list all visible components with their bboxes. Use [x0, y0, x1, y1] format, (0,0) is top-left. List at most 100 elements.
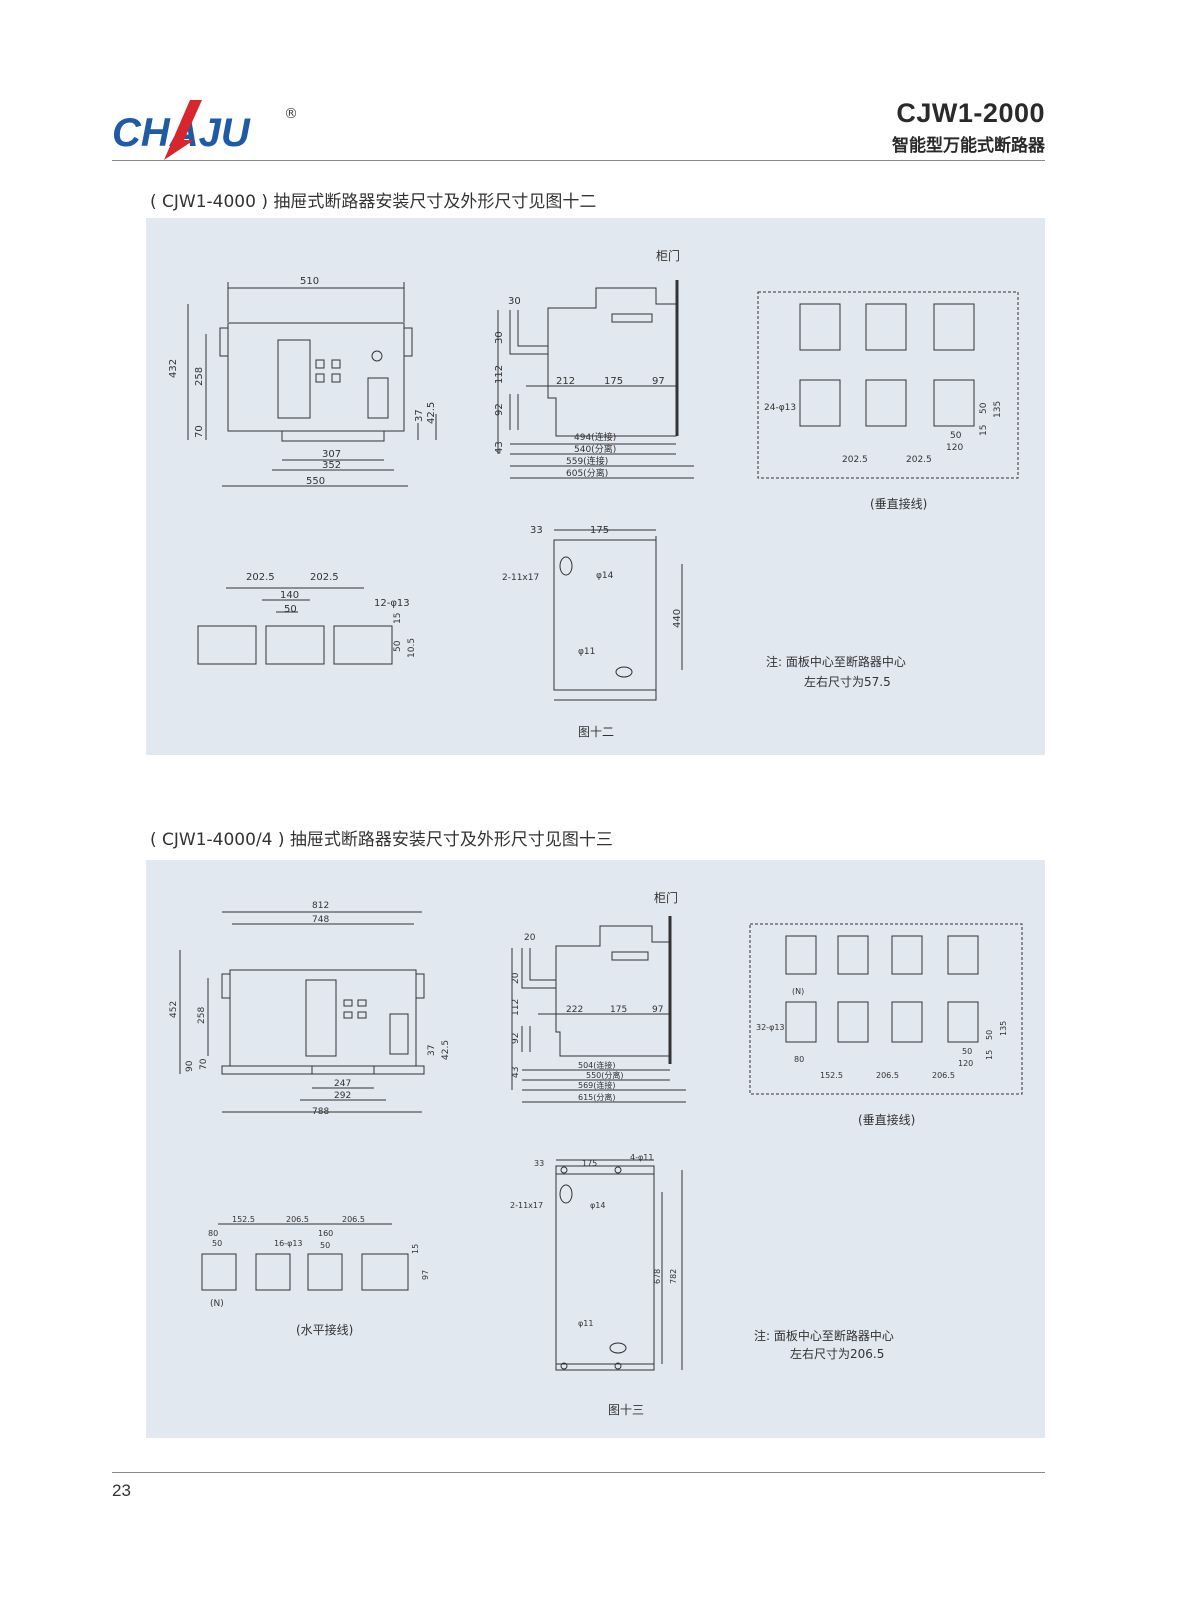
cutout-dim-175-4p: 175: [582, 1159, 597, 1168]
v-dim-50b: 50: [962, 1047, 972, 1056]
v-neutral-label: (N): [792, 987, 804, 996]
dim-97-4p: 97: [652, 1005, 663, 1015]
vertical-wiring-label-4p: (垂直接线): [858, 1112, 915, 1127]
page-number: 23: [112, 1481, 131, 1500]
dim-559: 559(连接): [566, 455, 608, 467]
dim-494: 494(连接): [574, 431, 616, 443]
dim-42-5-4p: 42.5: [441, 1040, 451, 1060]
h-dim-152-5: 152.5: [232, 1215, 255, 1224]
dim-20: 20: [511, 972, 521, 984]
panel-cutout: [553, 529, 683, 701]
product-subtitle: 智能型万能式断路器: [892, 136, 1045, 155]
dim-90: 90: [185, 1060, 195, 1072]
cutout-4-phi11: 4-φ11: [630, 1153, 653, 1162]
cutout-dim-175: 175: [590, 525, 609, 536]
dim-175: 175: [604, 376, 623, 387]
h-dim-206-5-b: 206.5: [342, 1215, 365, 1224]
vertical-terminals: [799, 303, 975, 427]
cutout-phi14-4p: φ14: [590, 1201, 605, 1210]
cutout-dim-782: 782: [669, 1269, 678, 1284]
cutout-dim-678: 678: [653, 1269, 662, 1284]
horizontal-wiring-label: (水平接线): [296, 1322, 353, 1337]
h-dim-80: 80: [208, 1229, 218, 1238]
vertical-terminals-4p: [785, 935, 979, 1043]
dim-32-phi13: 32-φ13: [756, 1023, 785, 1032]
v-dim-206-5-a: 206.5: [876, 1071, 899, 1080]
note-line2: 左右尺寸为57.5: [804, 674, 891, 689]
h-dim-15: 15: [393, 613, 403, 624]
dim-569: 569(连接): [578, 1080, 616, 1090]
product-heading: CJW1-2000 智能型万能式断路器: [892, 98, 1045, 156]
dim-504: 504(连接): [578, 1060, 616, 1070]
brand-logo: CHAJU ®: [112, 96, 312, 166]
h-dim-50: 50: [284, 604, 297, 615]
v-dim-50: 50: [985, 1030, 994, 1040]
cutout-phi14: φ14: [596, 571, 614, 581]
model-number: CJW1-2000: [896, 98, 1045, 128]
dim-92: 92: [494, 403, 505, 416]
h-dim-50-4p: 50: [212, 1239, 222, 1248]
section1-caption: ( CJW1-4000 ) 抽屉式断路器安装尺寸及外形尺寸见图十二: [150, 192, 597, 212]
dim-112-4p: 112: [511, 999, 521, 1016]
note2-line1: 注: 面板中心至断路器中心: [754, 1328, 894, 1343]
dim-352: 352: [322, 460, 341, 471]
cabinet-door-label: 柜门: [656, 248, 680, 263]
registered-mark: ®: [284, 106, 298, 122]
dim-70: 70: [194, 425, 205, 438]
dim-43: 43: [494, 441, 505, 454]
dim-42-5: 42.5: [426, 402, 437, 424]
dim-92-4p: 92: [511, 1033, 521, 1044]
side-view: [497, 280, 694, 479]
cutout-slot-2-11x17: 2-11x17: [502, 573, 539, 583]
dim-615: 615(分离): [578, 1092, 616, 1102]
logo-lightning-mark: [164, 100, 202, 160]
dim-24-phi13: 24-φ13: [764, 403, 796, 413]
horizontal-terminals-4p: [201, 1223, 409, 1291]
h-dim-206-5-a: 206.5: [286, 1215, 309, 1224]
dim-432: 432: [168, 359, 179, 378]
horizontal-terminals: [197, 587, 393, 665]
cutout-slot-2-11x17-4p: 2-11x17: [510, 1201, 543, 1210]
dim-30: 30: [494, 331, 505, 344]
front-view: [187, 282, 437, 487]
cabinet-door-label-4p: 柜门: [654, 890, 678, 905]
cutout-dim-33-4p: 33: [534, 1159, 544, 1168]
dim-202-5-a: 202.5: [842, 455, 868, 465]
dim-550: 550: [306, 476, 325, 487]
v-dim-120: 120: [958, 1059, 973, 1068]
figure13-panel: 812 748 452 258 90 70 37 42.5 247 292 78…: [146, 860, 1045, 1438]
dim-135: 135: [993, 401, 1003, 418]
dim-50b: 50: [950, 431, 962, 441]
h-dim-10-5: 10.5: [407, 638, 417, 658]
note2-line2: 左右尺寸为206.5: [790, 1346, 884, 1361]
dim-247: 247: [334, 1079, 351, 1089]
dim-550-4p: 550(分离): [586, 1070, 624, 1080]
vertical-wiring-label: (垂直接线): [870, 496, 927, 511]
v-dim-152-5: 152.5: [820, 1071, 843, 1080]
dim-37: 37: [414, 409, 425, 422]
dim-97: 97: [652, 376, 665, 387]
h-dim-202-5-a: 202.5: [246, 572, 275, 583]
dim-540: 540(分离): [574, 443, 616, 455]
v-dim-206-5-b: 206.5: [932, 1071, 955, 1080]
dim-30-top: 30: [508, 296, 521, 307]
section2-caption: ( CJW1-4000/4 ) 抽屉式断路器安装尺寸及外形尺寸见图十三: [150, 830, 613, 850]
h-dim-50b: 50: [320, 1241, 330, 1250]
dim-20-top: 20: [524, 933, 536, 943]
dim-202-5-b: 202.5: [906, 455, 932, 465]
cutout-dim-440: 440: [672, 609, 683, 628]
dim-15: 15: [979, 425, 989, 436]
side-view-4p: [511, 916, 686, 1103]
panel-cutout-4p: [555, 1159, 683, 1371]
cutout-phi11-4p: φ11: [578, 1319, 593, 1328]
vertical-wiring-frame: [757, 291, 1019, 479]
h-dim-97: 97: [421, 1270, 430, 1280]
dim-37-4p: 37: [427, 1045, 437, 1056]
h-dim-50-v: 50: [393, 640, 403, 652]
dim-452: 452: [169, 1001, 179, 1018]
dim-258: 258: [194, 367, 205, 386]
dim-212: 212: [556, 376, 575, 387]
h-dim-160: 160: [318, 1229, 333, 1238]
h-neutral-label: (N): [210, 1299, 224, 1309]
figure12-panel: 510 432 258 70 37 42.5 307 352 550 柜门 30…: [146, 218, 1045, 755]
